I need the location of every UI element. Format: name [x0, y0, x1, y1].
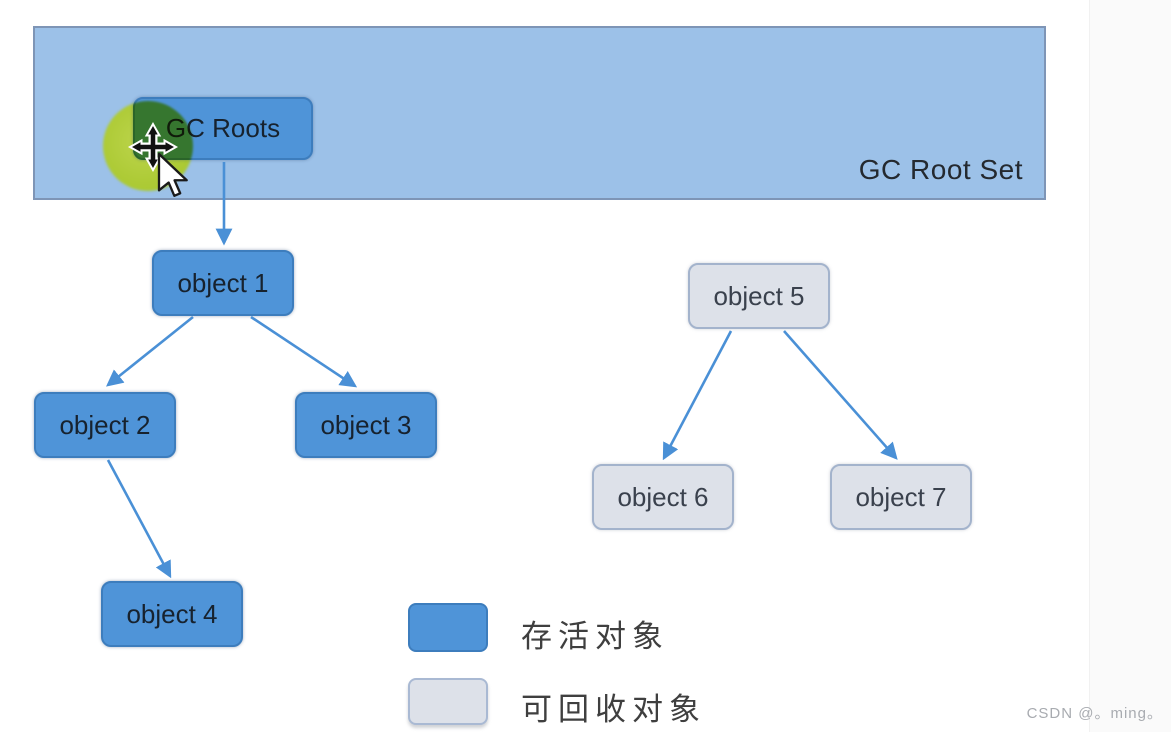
node-object-5: object 5	[688, 263, 830, 329]
node-gc-roots[interactable]: GC Roots	[133, 97, 313, 160]
node-object-6-label: object 6	[617, 481, 709, 512]
video-edge-band	[1089, 0, 1171, 732]
node-gc-roots-label: GC Roots	[165, 113, 281, 143]
edge-object2-object4	[106, 459, 172, 579]
node-object-1-label: object 1	[177, 267, 269, 298]
node-object-5-label: object 5	[713, 280, 805, 311]
node-object-7-label: object 7	[855, 481, 947, 512]
legend-label-garbage: 可回收对象	[521, 692, 706, 727]
node-object-4-label: object 4	[126, 598, 218, 629]
edge-object5-object7	[783, 330, 898, 460]
node-object-2: object 2	[34, 392, 176, 458]
legend-label-live: 存活对象	[521, 619, 669, 654]
edge-object1-object3	[250, 315, 358, 388]
node-object-4: object 4	[101, 581, 243, 647]
legend-swatch-live	[408, 603, 488, 652]
node-object-3: object 3	[295, 392, 437, 458]
edge-object1-object2	[106, 315, 194, 387]
node-object-1: object 1	[152, 250, 294, 316]
legend-swatch-garbage	[408, 678, 488, 725]
node-object-7: object 7	[830, 464, 972, 530]
csdn-watermark: CSDN @。ming。	[1026, 705, 1163, 722]
gc-root-set-label: GC Root Set	[858, 154, 1023, 185]
node-object-2-label: object 2	[59, 409, 151, 440]
node-object-6: object 6	[592, 464, 734, 530]
node-object-3-label: object 3	[320, 409, 412, 440]
edge-object5-object6	[662, 330, 733, 461]
